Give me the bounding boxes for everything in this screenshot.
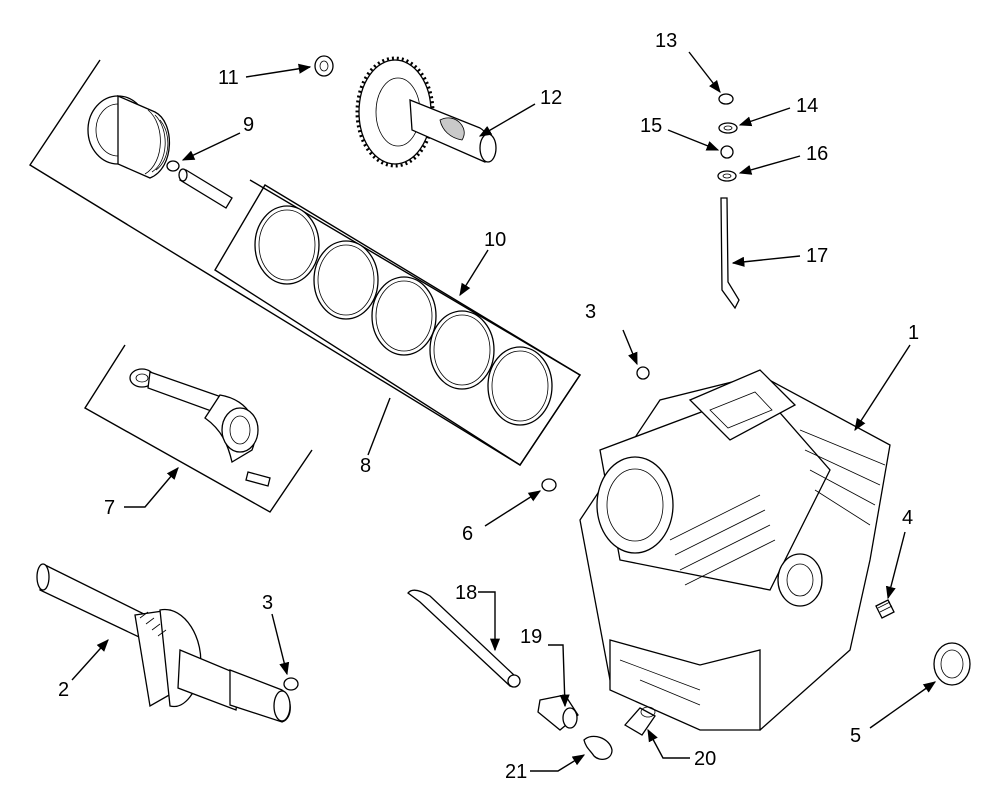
fitting-20 (623, 706, 656, 736)
bushing-6 (541, 478, 557, 492)
leader-20 (647, 728, 690, 759)
callout-15: 15 (640, 115, 662, 137)
leader-1 (854, 344, 911, 432)
callout-20: 20 (694, 748, 716, 770)
oil-seal-5 (933, 642, 971, 686)
callout-9: 9 (243, 114, 254, 136)
leader-10 (459, 249, 489, 297)
leader-15 (667, 129, 720, 151)
leader-3b (271, 613, 290, 676)
leader-19 (548, 644, 570, 708)
leader-18 (478, 591, 501, 652)
leader-21 (530, 754, 586, 772)
fitting-4 (875, 599, 895, 619)
leader-9 (181, 132, 241, 161)
tube-18 (407, 589, 521, 688)
crank-bushing-2 (283, 677, 299, 691)
connecting-rod-frame (84, 344, 313, 513)
piston-pin-clip (166, 160, 180, 172)
leader-6 (484, 490, 542, 527)
leader-5 (869, 681, 937, 729)
callout-labels: 1 2 3 3 4 5 6 7 8 9 10 11 12 13 14 15 16… (58, 30, 919, 783)
leader-7 (124, 467, 179, 508)
ring-set-frame (214, 184, 581, 466)
callout-6: 6 (462, 523, 473, 545)
fitting-19 (537, 694, 579, 731)
callout-1: 1 (908, 322, 919, 344)
engine-block (579, 369, 891, 731)
callout-17: 17 (806, 245, 828, 267)
callout-5: 5 (850, 725, 861, 747)
bushing-3 (636, 366, 650, 380)
callout-3-top: 3 (585, 301, 596, 323)
callout-2: 2 (58, 679, 69, 701)
leader-14 (738, 107, 791, 127)
leader-13 (688, 51, 721, 93)
leader-12 (478, 103, 536, 137)
leader-4 (885, 531, 906, 600)
piston-pin (178, 168, 233, 209)
callout-11: 11 (218, 67, 239, 89)
callout-21: 21 (505, 761, 527, 783)
piston-rings (254, 205, 553, 426)
leader-3a (622, 329, 638, 366)
elbow-21 (583, 735, 613, 761)
cam-washer (314, 55, 334, 77)
piston (87, 95, 171, 179)
crankshaft (36, 563, 291, 723)
callout-3-bottom: 3 (262, 592, 273, 614)
leader-2 (71, 639, 109, 681)
leader-lines (71, 51, 937, 772)
callout-7: 7 (104, 497, 115, 519)
callout-4: 4 (902, 507, 913, 529)
governor-stack (717, 93, 740, 310)
camshaft-gear (355, 56, 497, 168)
callout-12: 12 (540, 87, 562, 109)
leader-11 (245, 63, 312, 78)
connecting-rod (129, 368, 271, 487)
leader-17 (731, 255, 801, 267)
leader-8 (367, 397, 391, 456)
callout-19: 19 (520, 626, 542, 648)
callout-13: 13 (655, 30, 677, 52)
callout-10: 10 (484, 229, 506, 251)
callout-14: 14 (796, 95, 818, 117)
leader-16 (738, 155, 801, 175)
callout-18: 18 (455, 582, 477, 604)
callout-16: 16 (806, 143, 828, 165)
callout-8: 8 (360, 455, 371, 477)
